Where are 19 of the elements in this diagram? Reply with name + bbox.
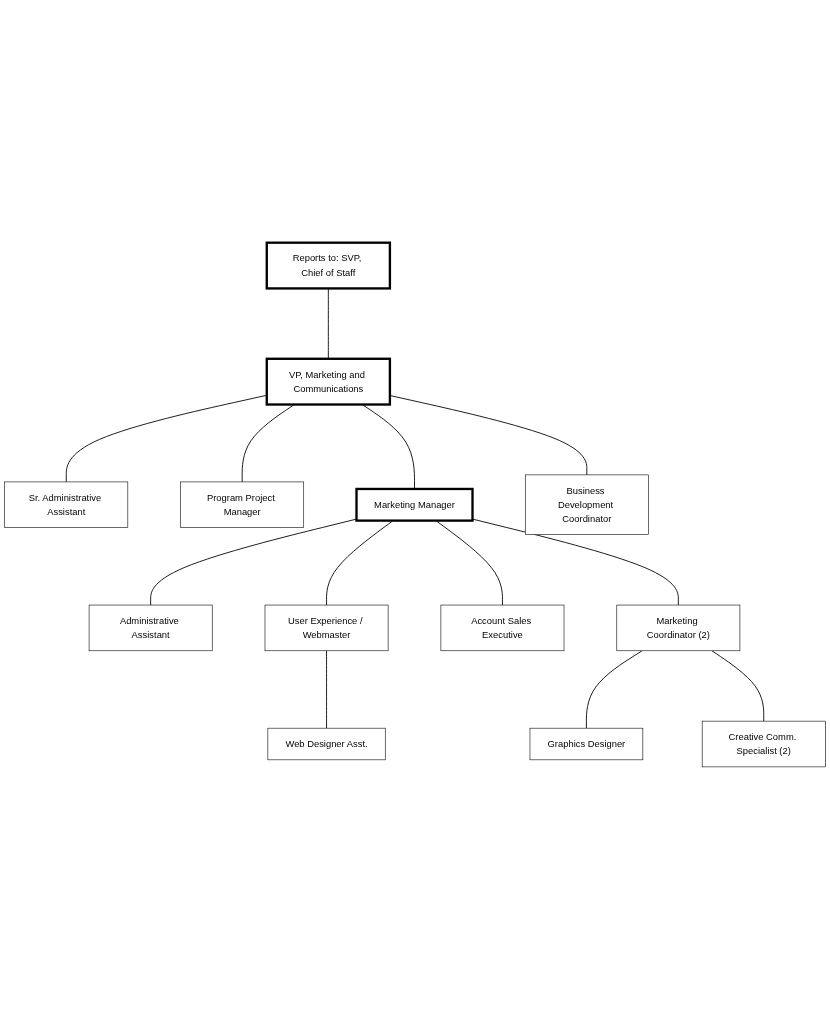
node-box: Marketing Coordinator (2) [616, 604, 741, 651]
node-box: Account Sales Executive [440, 604, 565, 651]
node-box: User Experience / Webmaster [264, 604, 389, 651]
connector [326, 650, 327, 729]
connector [389, 394, 588, 476]
node-box: VP, Marketing and Communications [265, 357, 392, 406]
connector [585, 650, 643, 729]
node-box: Web Designer Asst. [267, 727, 386, 760]
node-box: Creative Comm. Specialist (2) [701, 720, 826, 767]
node-box: Marketing Manager [355, 487, 474, 522]
connector [150, 518, 357, 606]
node-box: Business Development Coordinator [524, 474, 649, 535]
node-box: Graphics Designer [529, 727, 644, 760]
node-box: Reports to: SVP, Chief of Staff [265, 241, 392, 290]
connector [711, 650, 765, 722]
node-box: Sr. Administrative Assistant [4, 481, 129, 528]
connector [472, 518, 679, 606]
node-box: Program Project Manager [180, 481, 305, 528]
node-box: Administrative Assistant [88, 604, 213, 651]
